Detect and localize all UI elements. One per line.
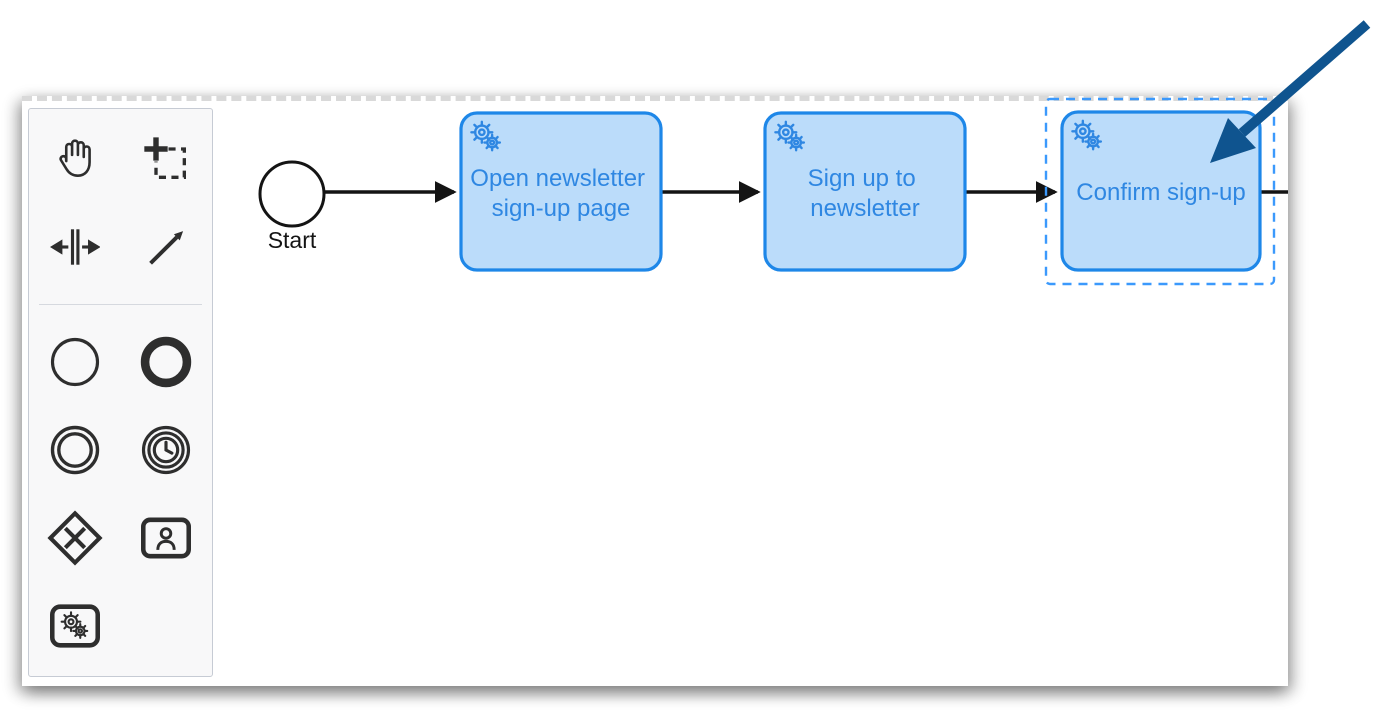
- palette-entry-start-event[interactable]: [29, 318, 121, 406]
- hand-tool-icon: [59, 139, 91, 177]
- task-confirm-sign-up[interactable]: Confirm sign-up: [1044, 97, 1276, 286]
- palette-entry-global-connect-tool[interactable]: [121, 203, 213, 291]
- palette-entry-service-task[interactable]: [29, 582, 121, 670]
- palette-entry-exclusive-gateway[interactable]: [29, 494, 121, 582]
- timer-event-icon: [142, 425, 191, 475]
- task-label-line: Open newsletter: [470, 165, 645, 192]
- lasso-tool-icon: [143, 136, 187, 180]
- svg-text:Sign up to newslette: Sign up to newsletter: [808, 165, 923, 222]
- exclusive-gateway-icon: [47, 510, 103, 566]
- intermediate-event-icon: [50, 425, 99, 475]
- start-event[interactable]: Start: [258, 160, 326, 253]
- palette-separator: [39, 304, 202, 305]
- global-connect-tool-icon: [149, 231, 184, 265]
- bpmn-canvas[interactable]: Start Open newsletter sign-up page: [22, 96, 1288, 686]
- user-task-icon: [141, 517, 192, 559]
- space-tool-icon: [49, 229, 100, 265]
- task-label-line: newsletter: [810, 195, 919, 222]
- bpmn-diagram: Start Open newsletter sign-up page: [258, 97, 1288, 286]
- task-sign-up-to-newsletter[interactable]: Sign up to newsletter: [763, 111, 967, 272]
- palette-entry-hand-tool[interactable]: [29, 115, 121, 203]
- task-open-newsletter-sign-up-page[interactable]: Open newsletter sign-up page: [459, 111, 663, 272]
- palette-entry-user-task[interactable]: [121, 494, 213, 582]
- svg-text:Confirm sign-up: Confirm sign-up: [1076, 179, 1245, 206]
- service-task-icon: [49, 604, 100, 648]
- palette-entry-end-event[interactable]: [121, 318, 213, 406]
- palette-entry-lasso-tool[interactable]: [121, 115, 213, 203]
- task-label-line: Confirm sign-up: [1076, 179, 1245, 206]
- palette-entry-timer-event[interactable]: [121, 406, 213, 494]
- palette-entry-space-tool[interactable]: [29, 203, 121, 291]
- svg-text:Open newsletter sign: Open newsletter sign-up page: [470, 165, 651, 222]
- selection-outline: [1044, 97, 1276, 286]
- palette: [28, 108, 213, 677]
- start-event-icon: [50, 337, 99, 387]
- task-label-line: Sign up to: [808, 165, 916, 192]
- end-event-icon: [141, 336, 192, 388]
- start-event-label: Start: [268, 227, 317, 253]
- task-label-line: sign-up page: [492, 195, 631, 222]
- palette-entry-intermediate-event[interactable]: [29, 406, 121, 494]
